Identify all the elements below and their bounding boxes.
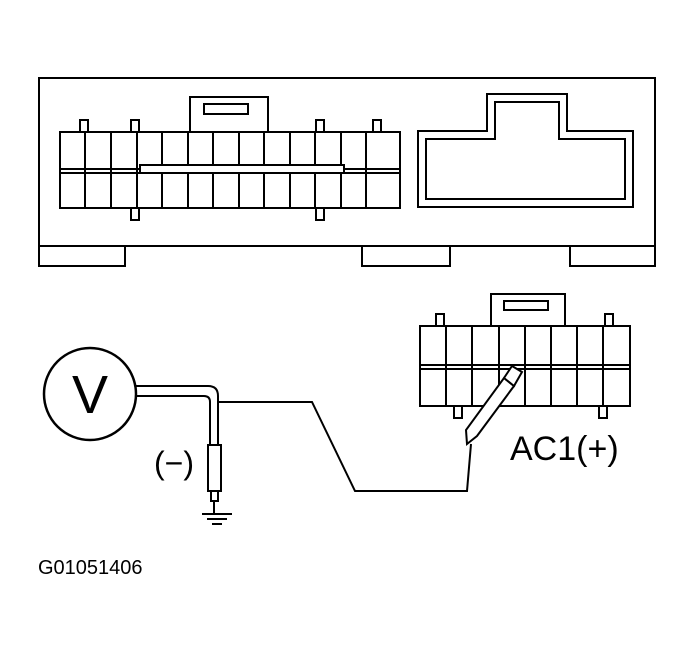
positive-probe [464, 364, 524, 446]
negative-probe-tip [210, 490, 219, 502]
small-connector-lock-slot [503, 300, 549, 311]
positive-probe-tip [502, 364, 524, 388]
small-connector [419, 293, 631, 419]
large-cavity-inner [425, 101, 626, 200]
ground-icon [202, 513, 232, 525]
small-terminal-columns [445, 326, 604, 406]
voltmeter-body [42, 346, 138, 442]
connector-foot-middle [361, 245, 451, 267]
negative-probe [207, 444, 222, 514]
positive-lead-wire [218, 401, 472, 492]
voltmeter: V [42, 346, 138, 442]
terminal-slot-bar [139, 164, 345, 174]
negative-probe-body [207, 444, 222, 492]
voltmeter-symbol: V [72, 365, 108, 425]
connector-lock-slot [203, 103, 249, 115]
large-cavity-outer [417, 93, 634, 208]
positive-probe-label: AC1(+) [510, 430, 619, 468]
connector-foot-left [38, 245, 126, 267]
negative-label: (−) [154, 445, 194, 481]
ecu-connector [38, 77, 656, 267]
meter-lead [136, 385, 219, 446]
connector-foot-right [569, 245, 656, 267]
figure-code: G01051406 [38, 557, 143, 579]
